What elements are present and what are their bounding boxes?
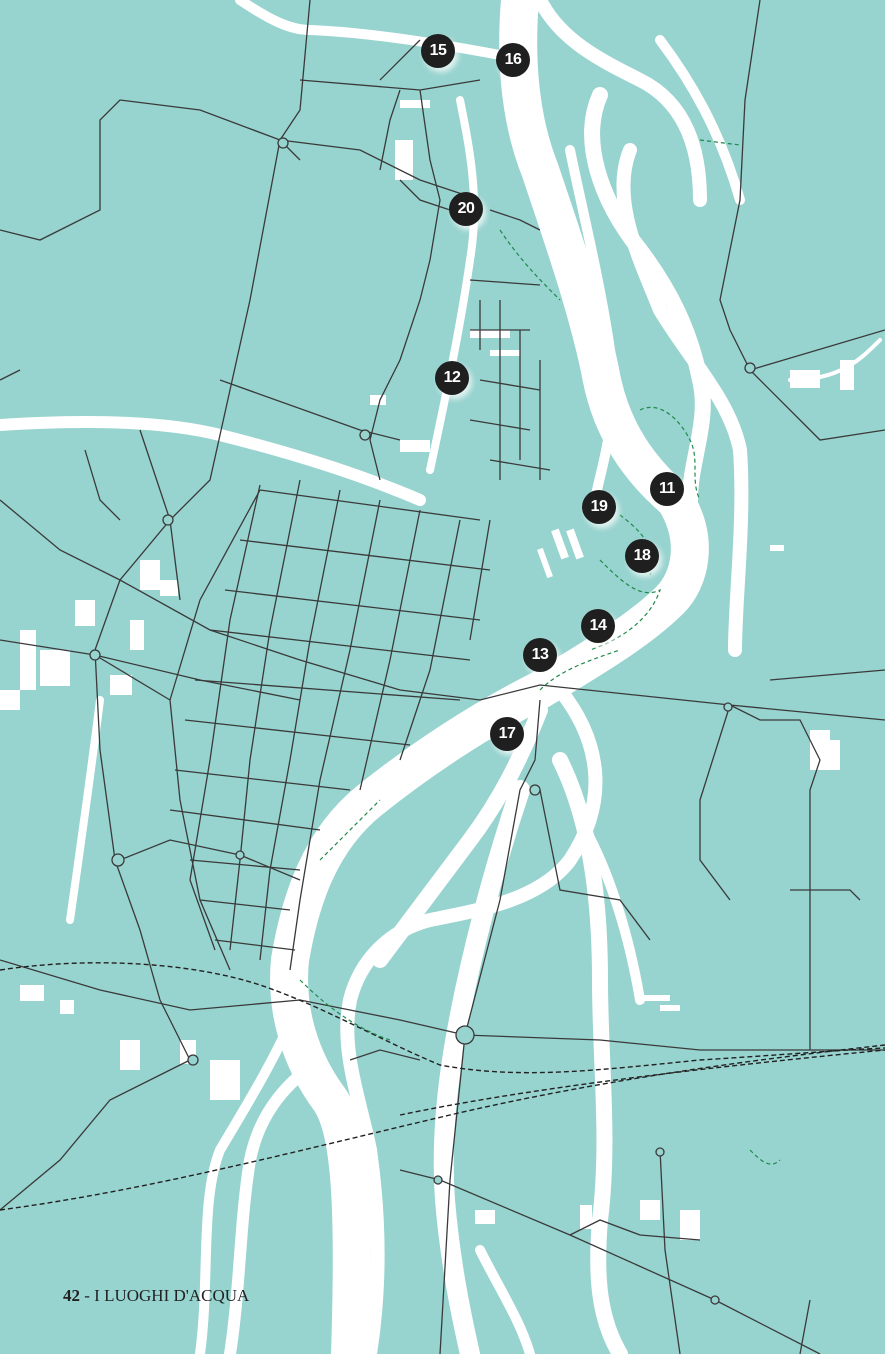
footer-separator: - bbox=[80, 1286, 95, 1305]
railway-lines bbox=[0, 962, 885, 1211]
marker-16[interactable]: 16 bbox=[496, 43, 530, 77]
marker-12[interactable]: 12 bbox=[435, 361, 469, 395]
section-title: I LUOGHI D'ACQUA bbox=[94, 1286, 250, 1305]
marker-13[interactable]: 13 bbox=[523, 638, 557, 672]
buildings bbox=[0, 100, 854, 1240]
page-number: 42 bbox=[63, 1286, 80, 1305]
marker-17[interactable]: 17 bbox=[490, 717, 524, 751]
marker-14[interactable]: 14 bbox=[581, 609, 615, 643]
marker-19[interactable]: 19 bbox=[582, 490, 616, 524]
marker-20[interactable]: 20 bbox=[449, 192, 483, 226]
marker-15[interactable]: 15 bbox=[421, 34, 455, 68]
marker-18[interactable]: 18 bbox=[625, 539, 659, 573]
page-footer: 42 - I LUOGHI D'ACQUA bbox=[63, 1286, 249, 1306]
marker-11[interactable]: 11 bbox=[650, 472, 684, 506]
roundabouts bbox=[89, 137, 756, 1305]
